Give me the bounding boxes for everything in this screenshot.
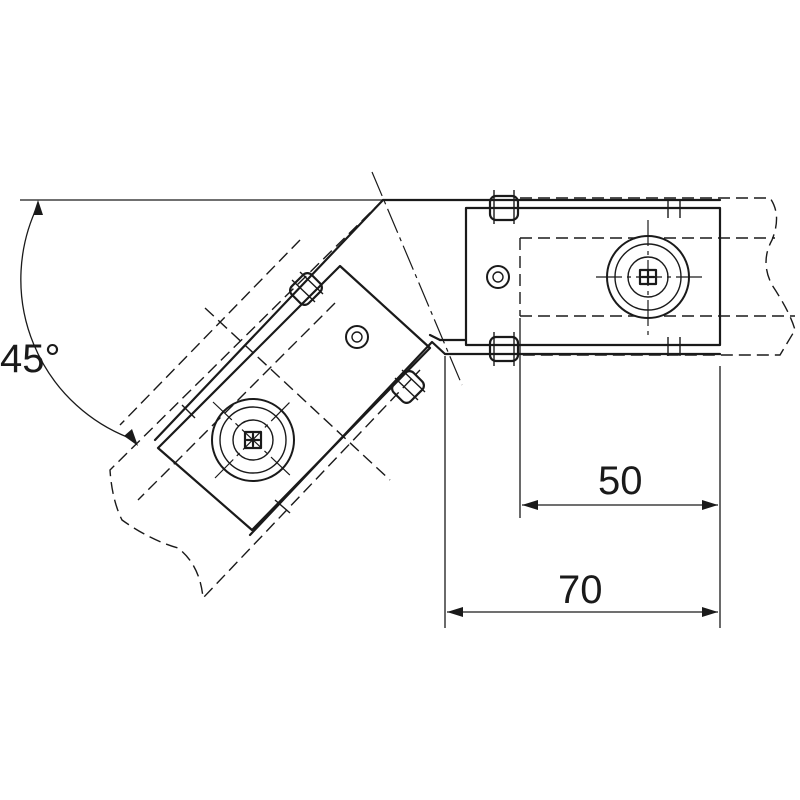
left-connector-angled [109, 171, 463, 600]
right-connector-section [381, 190, 796, 366]
left-phantom-inner [119, 239, 391, 501]
outer-length-label: 70 [558, 568, 603, 612]
inner-length-label: 50 [598, 459, 643, 503]
left-phantom-tube [109, 199, 421, 600]
left-screw-head [232, 419, 274, 461]
left-bottom-tab [391, 370, 425, 404]
right-top-tab [488, 194, 520, 222]
left-bracket-outer-edge [153, 198, 385, 442]
left-pilot-hole [345, 325, 369, 349]
outer-length-dimension: 70 [444, 356, 718, 628]
bend-center-line [371, 171, 463, 386]
right-pilot-hole [486, 265, 510, 289]
left-top-tab [289, 272, 323, 306]
right-phantom-tube [520, 197, 796, 356]
right-bracket-bottom-edge [438, 338, 722, 356]
right-bottom-tab [488, 335, 520, 363]
angle-label: 45° [0, 337, 61, 381]
angle-dimension: 45° [0, 199, 383, 446]
inner-length-dimension: 50 [519, 318, 721, 628]
right-bracket-plate [464, 206, 722, 347]
left-bracket-plate [156, 264, 432, 532]
